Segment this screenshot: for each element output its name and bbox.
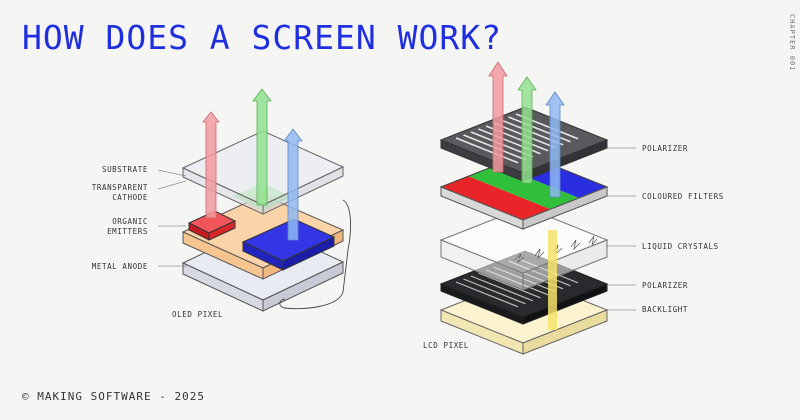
polarizer-stripe — [478, 272, 541, 299]
label-liquid-crystals: LIQUID CRYSTALS — [642, 242, 719, 251]
label-cathode-line2: CATHODE — [112, 193, 148, 202]
label-substrate: SUBSTRATE — [101, 165, 148, 174]
label-polarizer-top: POLARIZER — [642, 144, 689, 153]
lcd-leader-lines — [606, 147, 636, 311]
label-backlight: BACKLIGHT — [642, 305, 689, 314]
green-light-arrow — [252, 88, 272, 206]
label-emitters-line1: ORGANIC — [112, 217, 148, 226]
light-beam — [548, 230, 557, 330]
liquid-crystals-layer — [439, 206, 609, 291]
label-emitters-line2: EMITTERS — [107, 227, 148, 236]
label-coloured-filters: COLOURED FILTERS — [642, 192, 724, 201]
chapter-label: CHAPTER 001 — [788, 14, 796, 72]
oled-pixel-diagram — [157, 88, 351, 312]
polarizer-stripe — [470, 275, 534, 302]
blue-light-arrow-lcd — [545, 91, 565, 198]
label-cathode-line1: TRANSPARENT — [91, 183, 148, 192]
oled-leader-lines — [157, 169, 187, 267]
lcd-pixel-diagram — [439, 61, 636, 355]
oled-caption: OLED PIXEL — [172, 310, 224, 319]
copyright-footer: © MAKING SOFTWARE - 2025 — [22, 390, 205, 403]
polarizer-stripe — [455, 281, 519, 308]
red-light-arrow — [202, 111, 220, 219]
polarizer-stripe — [463, 278, 526, 305]
red-light-arrow-lcd — [488, 61, 508, 173]
circuit-wire — [279, 199, 351, 310]
blue-light-arrow — [283, 128, 303, 241]
label-metal-anode: METAL ANODE — [91, 262, 148, 271]
label-polarizer-bottom: POLARIZER — [642, 281, 689, 290]
lcd-caption: LCD PIXEL — [423, 341, 470, 350]
polarizer-stripe — [455, 137, 519, 164]
page-title: HOW DOES A SCREEN WORK? — [22, 18, 502, 57]
green-light-arrow-lcd — [517, 76, 537, 184]
